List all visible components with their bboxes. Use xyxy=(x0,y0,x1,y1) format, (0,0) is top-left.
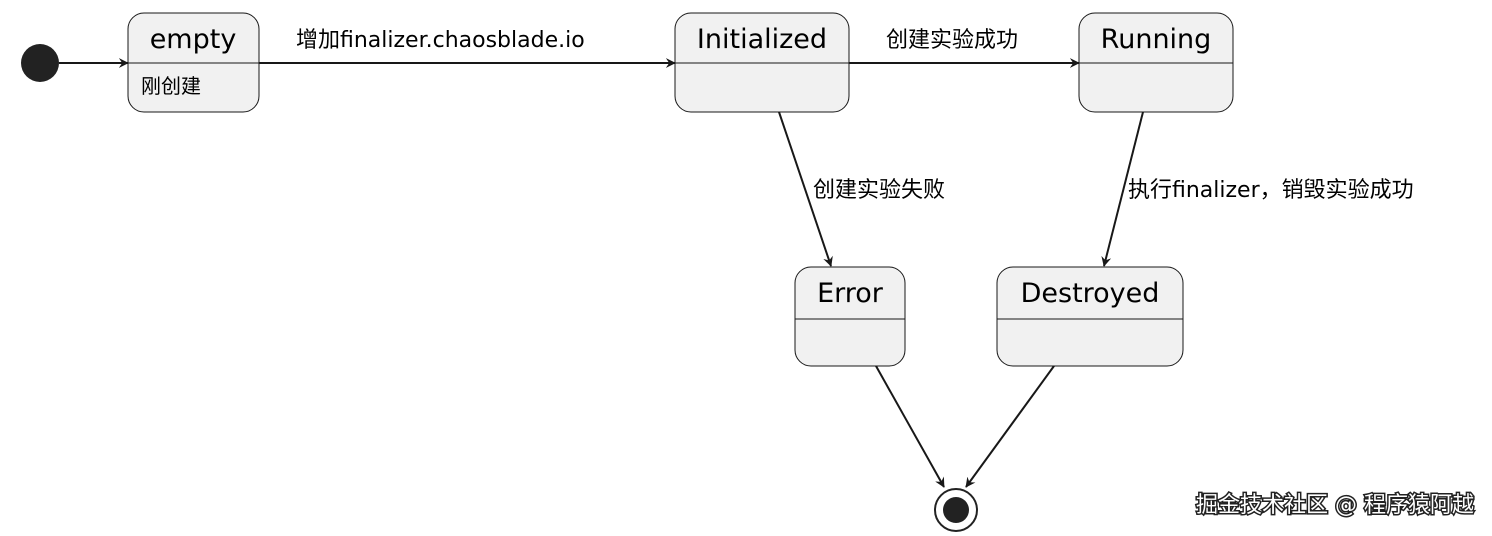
state-running: Running xyxy=(1078,12,1234,113)
state-running-name: Running xyxy=(1101,24,1212,55)
edge-running-to-destroyed xyxy=(1101,111,1144,267)
state-empty-name: empty xyxy=(150,24,237,55)
edge-error-to-end xyxy=(875,365,945,488)
watermark-text: 掘金技术社区 @ 程序猿阿越 xyxy=(1196,493,1474,518)
state-destroyed-name: Destroyed xyxy=(1021,278,1160,309)
state-initialized: Initialized xyxy=(674,12,850,113)
state-initialized-name: Initialized xyxy=(697,24,827,55)
edge-label-create-failure: 创建实验失败 xyxy=(813,178,945,203)
edge-destroyed-to-end xyxy=(965,365,1055,488)
edge-label-finalizer-destroy: 执行finalizer，销毁实验成功 xyxy=(1128,178,1414,203)
state-error-name: Error xyxy=(817,278,884,309)
edge-label-create-success: 创建实验成功 xyxy=(886,28,1018,53)
state-destroyed: Destroyed xyxy=(996,266,1184,367)
state-empty-description: 刚创建 xyxy=(141,74,201,98)
edge-label-add-finalizer: 增加finalizer.chaosblade.io xyxy=(296,28,585,53)
edge-initialized-to-error xyxy=(778,111,833,267)
state-empty: empty 刚创建 xyxy=(127,12,260,113)
end-node xyxy=(934,488,978,532)
start-node xyxy=(21,44,59,82)
state-error: Error xyxy=(794,266,906,367)
